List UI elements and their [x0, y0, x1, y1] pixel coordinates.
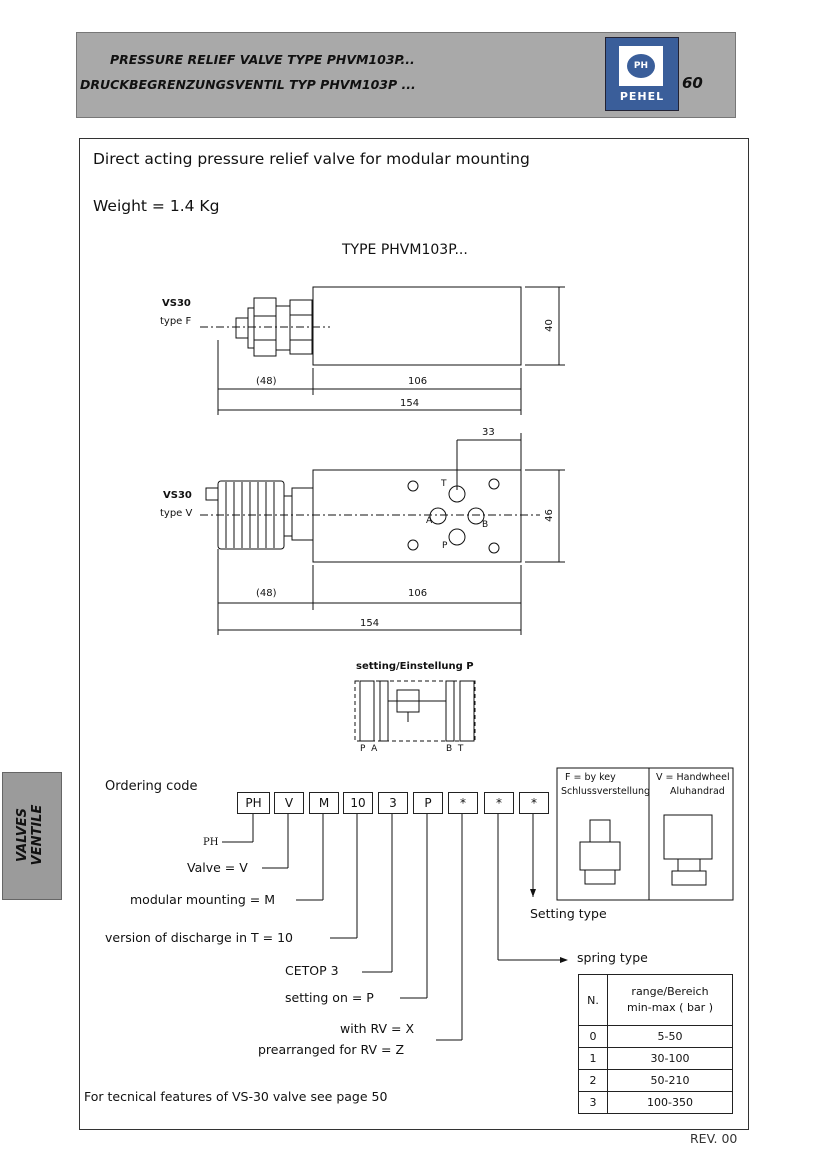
line-setting-type: Setting type	[530, 906, 607, 921]
schematic-ports-left: P A	[360, 744, 378, 754]
weight: Weight = 1.4 Kg	[93, 197, 220, 215]
v-label-main: VS30	[163, 490, 192, 501]
line-prearranged: prearranged for RV = Z	[258, 1042, 405, 1057]
v-dim-offset: 33	[482, 427, 495, 438]
row-n: 3	[578, 1091, 608, 1114]
table-head-n: N.	[578, 974, 608, 1026]
v-label-sub: type V	[160, 508, 193, 519]
f-dim-total: 154	[400, 398, 420, 409]
f-label-sub: type F	[160, 316, 192, 327]
row-range: 5-50	[607, 1025, 733, 1048]
ordering-title: Ordering code	[105, 779, 198, 794]
drawing-type-f	[200, 286, 565, 415]
logo-mark-icon: PH	[619, 46, 663, 86]
row-n: 0	[578, 1025, 608, 1048]
row-range: 100-350	[607, 1091, 733, 1114]
row-range: 50-210	[607, 1069, 733, 1092]
f-dim-body: 106	[408, 376, 428, 387]
line-ph: PH	[203, 837, 219, 848]
code-box-star2: *	[484, 792, 514, 814]
setting-type-arrow-icon	[530, 889, 536, 897]
v-dim-body: 106	[408, 588, 428, 599]
code-box-p: P	[413, 792, 443, 814]
code-box-v: V	[274, 792, 304, 814]
code-box-ph: PH	[237, 792, 270, 814]
code-box-star3: *	[519, 792, 549, 814]
setting-v-label: V = Handwheel	[656, 772, 730, 783]
v-dim-height: 46	[543, 509, 555, 522]
setting-type-box	[556, 767, 734, 901]
type-title: TYPE PHVM103P...	[342, 242, 468, 258]
logo-text: PEHEL	[619, 90, 665, 103]
row-n: 2	[578, 1069, 608, 1092]
line-version: version of discharge in T = 10	[105, 930, 294, 945]
port-p: P	[442, 541, 448, 551]
f-label-main: VS30	[162, 298, 191, 309]
code-box-m: M	[309, 792, 339, 814]
f-dim-ext: (48)	[256, 376, 277, 387]
setting-v-sub: Aluhandrad	[670, 786, 725, 797]
header-title-de: DRUCKBEGRENZUNGSVENTIL TYP PHVM103P ...	[80, 77, 416, 92]
setting-f-label: F = by key	[565, 772, 616, 783]
code-box-10: 10	[343, 792, 373, 814]
code-box-3: 3	[378, 792, 408, 814]
setting-f-sub: Schlussverstellung	[561, 786, 651, 797]
port-t: T	[441, 479, 447, 489]
table-head-range: range/Bereich min-max ( bar )	[607, 974, 733, 1026]
code-leader-lines	[222, 812, 565, 1041]
revision: REV. 00	[690, 1131, 738, 1146]
v-dim-total: 154	[360, 618, 380, 629]
port-b: B	[482, 520, 489, 530]
schematic-ports-right: B T	[446, 744, 464, 754]
spring-type-arrow-icon	[560, 957, 568, 963]
content-frame	[79, 138, 749, 1130]
pehel-logo: PH PEHEL	[605, 37, 679, 111]
schematic-title: setting/Einstellung P	[356, 661, 474, 672]
line-cetop: CETOP 3	[285, 963, 339, 978]
section-tab	[2, 772, 62, 900]
line-valve: Valve = V	[187, 860, 248, 875]
footer-note: For tecnical features of VS-30 valve see…	[84, 1089, 388, 1104]
table-head-range-line2: min-max ( bar )	[627, 1001, 713, 1014]
logo-initials: PH	[627, 54, 655, 78]
row-range: 30-100	[607, 1047, 733, 1070]
port-a: A	[426, 516, 433, 526]
v-dim-ext: (48)	[256, 588, 277, 599]
line-setting-on: setting on = P	[285, 990, 374, 1005]
table-head-range-line1: range/Bereich	[631, 985, 709, 998]
page-number: 60	[682, 74, 703, 92]
description: Direct acting pressure relief valve for …	[93, 150, 530, 168]
row-n: 1	[578, 1047, 608, 1070]
drawing-type-v	[200, 433, 565, 635]
f-dim-height: 40	[543, 319, 555, 332]
line-modular: modular mounting = M	[130, 892, 276, 907]
header-title-en: PRESSURE RELIEF VALVE TYPE PHVM103P...	[110, 52, 415, 67]
line-with-rv: with RV = X	[340, 1021, 415, 1036]
code-box-star1: *	[448, 792, 478, 814]
hydraulic-schematic	[354, 680, 476, 742]
line-spring-type: spring type	[577, 950, 648, 965]
